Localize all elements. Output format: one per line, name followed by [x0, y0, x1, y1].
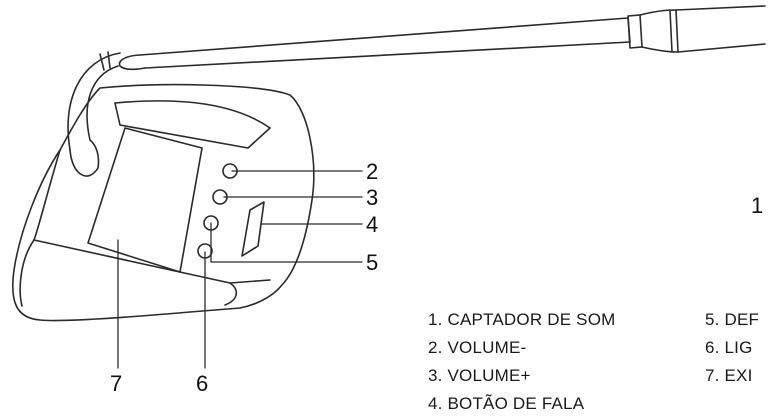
- legend-item-2: 2. VOLUME-: [428, 338, 527, 357]
- talk-button: [241, 201, 265, 257]
- legend-item-3: 3. VOLUME+: [428, 366, 531, 385]
- legend-item-5: 5. DEF: [705, 310, 760, 329]
- legend-item-6: 6. LIG: [705, 338, 753, 357]
- callout-2: 2: [366, 159, 378, 184]
- legend-item-1: 1. CAPTADOR DE SOM: [428, 310, 616, 329]
- legend-item-7: 7. EXI: [705, 366, 753, 385]
- callout-1: 1: [751, 193, 763, 218]
- callout-6: 6: [196, 371, 208, 396]
- display-screen: [87, 127, 203, 273]
- callout-7: 7: [110, 371, 122, 396]
- callout-4: 4: [366, 212, 378, 237]
- callout-5: 5: [366, 250, 378, 275]
- device-base: [11, 83, 315, 322]
- legend-item-4: 4. BOTÃO DE FALA: [428, 394, 585, 413]
- callout-3: 3: [366, 185, 378, 210]
- microphone-stem: [67, 17, 631, 177]
- sound-pickup: [627, 5, 766, 53]
- leader-line-5: [210, 222, 363, 263]
